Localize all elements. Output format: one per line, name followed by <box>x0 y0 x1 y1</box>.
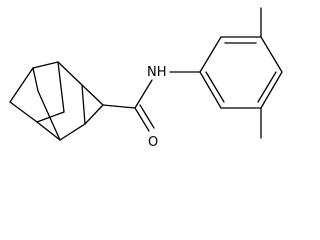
molecule-drawing: NH O <box>9 7 283 150</box>
ring-bond <box>81 84 104 106</box>
ring-double-bond <box>257 71 277 103</box>
ring-bond <box>260 71 283 109</box>
ring-bond <box>199 71 222 109</box>
amide-group <box>102 79 155 132</box>
structure-canvas: NH O <box>9 7 283 150</box>
cage-bond <box>32 61 59 69</box>
benzene-ring <box>199 36 283 109</box>
cage-bond <box>57 61 83 86</box>
ring-bond <box>260 36 283 73</box>
nitrogen-label: NH <box>147 65 167 80</box>
cyclopropane-ring <box>81 84 104 125</box>
cage-bond <box>32 67 39 92</box>
ring-double-bond <box>205 71 225 103</box>
c-o-double-bond-b <box>139 104 155 129</box>
cage-bond <box>59 123 86 141</box>
cage-bond <box>36 111 65 123</box>
ring-bond <box>84 104 104 125</box>
oxygen-label: O <box>148 135 158 150</box>
bicyclic-cage <box>9 61 86 141</box>
c-n-bond <box>134 79 153 109</box>
cage-bond <box>36 121 61 141</box>
c-c-bond <box>102 104 136 109</box>
cage-bond <box>9 101 38 123</box>
c-o-double-bond-a <box>134 107 150 132</box>
cage-bond <box>37 90 61 141</box>
cage-bond <box>81 84 86 125</box>
ring-bond <box>199 36 222 73</box>
cage-bond <box>57 61 65 113</box>
cage-bond <box>9 67 34 103</box>
